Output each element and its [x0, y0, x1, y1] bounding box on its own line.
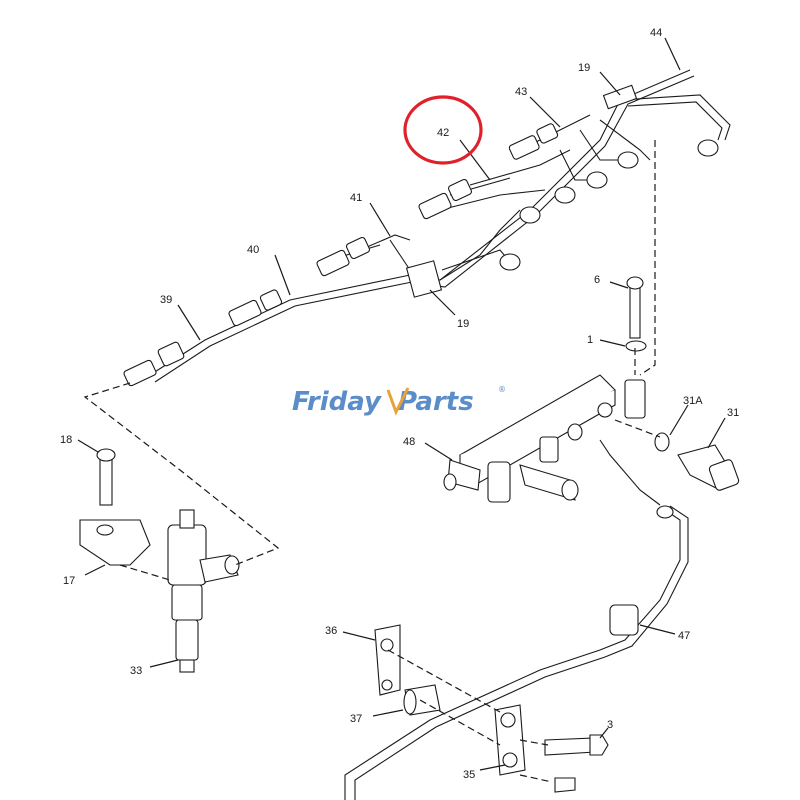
highlight-circle	[403, 95, 483, 165]
label-47[interactable]: 47	[678, 630, 690, 642]
fuel-line-bundle	[123, 69, 731, 387]
return-line	[344, 439, 689, 800]
label-3[interactable]: 3	[607, 719, 613, 731]
label-42[interactable]: 42	[437, 127, 449, 139]
reference-lines	[83, 140, 661, 783]
label-31A[interactable]: 31A	[683, 395, 703, 407]
watermark-swoosh-icon	[386, 387, 410, 416]
label-35[interactable]: 35	[463, 769, 475, 781]
part-labels: 44 19 43 42 41 40 39 19 6 1 31A 31 48 18…	[60, 27, 739, 781]
label-33[interactable]: 33	[130, 665, 142, 677]
fuel-rail-assembly	[443, 276, 740, 503]
label-43[interactable]: 43	[515, 86, 527, 98]
leader-lines	[77, 37, 726, 771]
label-44[interactable]: 44	[650, 27, 662, 39]
label-18[interactable]: 18	[60, 434, 72, 446]
injector-assembly	[79, 448, 240, 673]
watermark: Friday Parts ®	[292, 385, 506, 417]
label-40[interactable]: 40	[247, 244, 259, 256]
label-37[interactable]: 37	[350, 713, 362, 725]
label-41[interactable]: 41	[350, 192, 362, 204]
label-17[interactable]: 17	[63, 575, 75, 587]
watermark-parts: Parts	[398, 387, 474, 417]
label-31[interactable]: 31	[727, 407, 739, 419]
label-19-top[interactable]: 19	[578, 62, 590, 74]
label-36[interactable]: 36	[325, 625, 337, 637]
label-19-bottom[interactable]: 19	[457, 318, 469, 330]
label-48[interactable]: 48	[403, 436, 415, 448]
bracket-assembly	[374, 624, 609, 793]
watermark-registered-mark: ®	[498, 385, 506, 394]
watermark-friday: Friday	[292, 387, 382, 417]
label-6[interactable]: 6	[594, 274, 600, 286]
label-39[interactable]: 39	[160, 294, 172, 306]
label-1[interactable]: 1	[587, 334, 593, 346]
